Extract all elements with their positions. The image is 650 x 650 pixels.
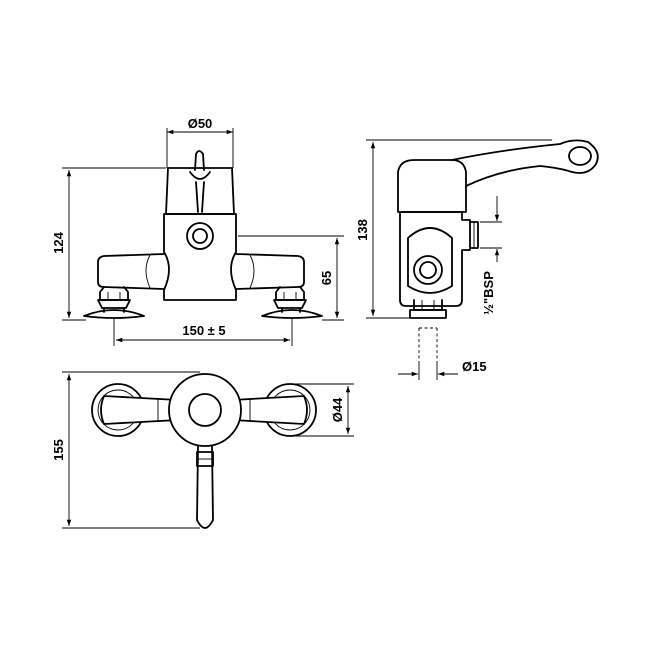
- dim-label-front-top-diameter: Ø50: [188, 116, 213, 131]
- dim-label-side-thread: ½"BSP: [481, 271, 496, 315]
- dim-label-front-height: 124: [51, 231, 66, 253]
- dim-label-front-inlet-height: 65: [319, 271, 334, 285]
- dim-label-side-height: 138: [355, 219, 370, 241]
- front-view: [62, 128, 344, 346]
- dim-label-front-centres: 150 ± 5: [182, 323, 225, 338]
- plan-view: [62, 371, 354, 529]
- dim-label-side-outlet-diameter: Ø15: [462, 359, 487, 374]
- dim-label-plan-diameter: Ø44: [330, 397, 345, 422]
- dim-label-plan-depth: 155: [51, 439, 66, 461]
- side-view: [366, 139, 599, 380]
